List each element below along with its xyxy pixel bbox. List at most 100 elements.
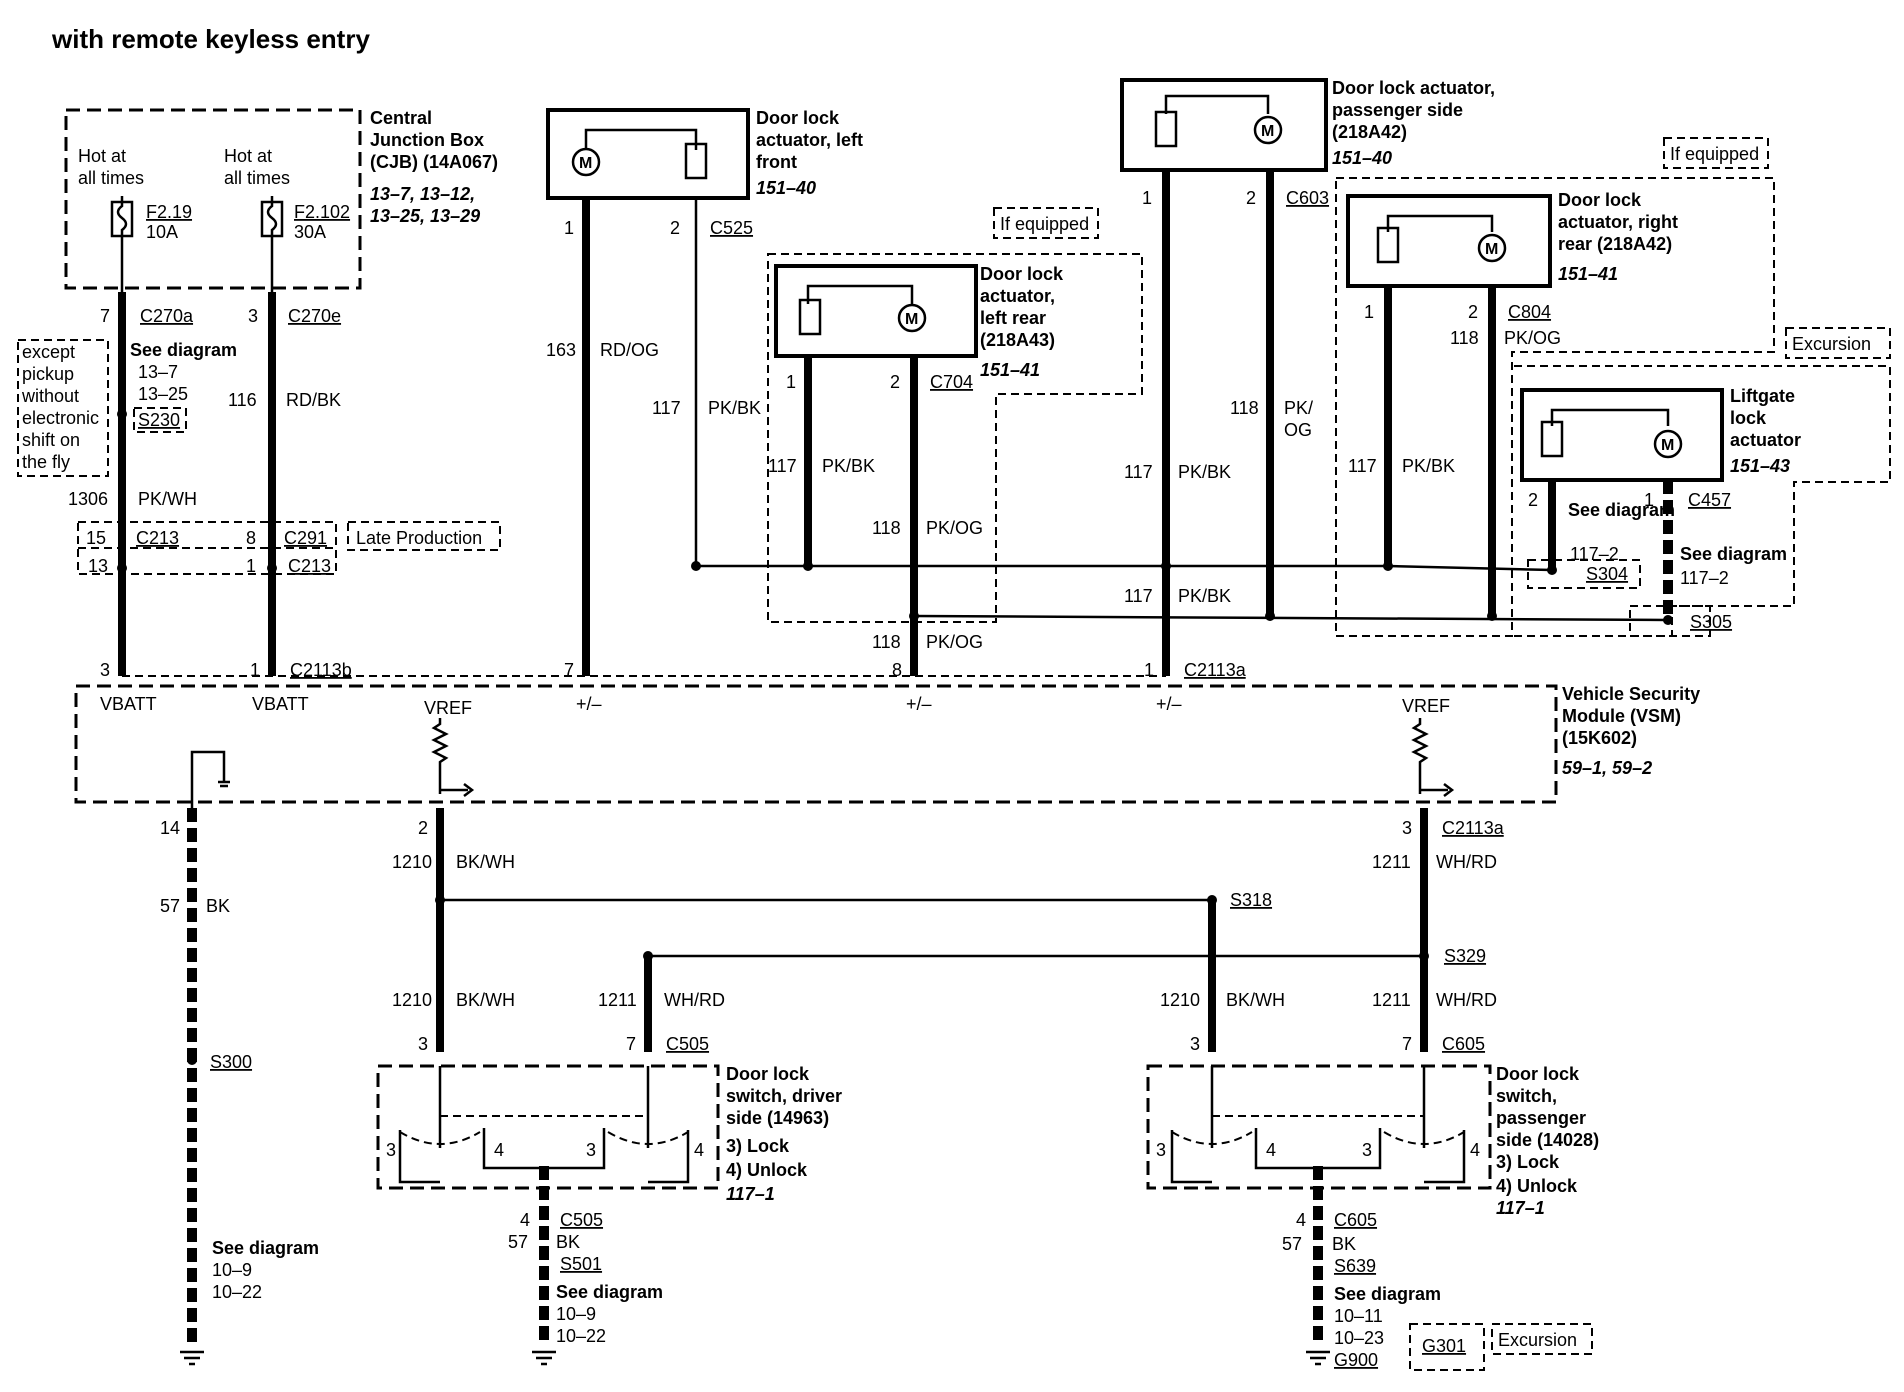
- svg-text:(15K602): (15K602): [1562, 728, 1637, 748]
- svg-text:4: 4: [520, 1210, 530, 1230]
- svg-text:BK/WH: BK/WH: [456, 852, 515, 872]
- svg-text:See diagram: See diagram: [1568, 500, 1675, 520]
- svg-text:59–1, 59–2: 59–1, 59–2: [1562, 758, 1652, 778]
- svg-text:1: 1: [250, 660, 260, 680]
- svg-text:S300: S300: [210, 1052, 252, 1072]
- svg-text:57: 57: [160, 896, 180, 916]
- svg-text:passenger: passenger: [1496, 1108, 1586, 1128]
- svg-text:2: 2: [890, 372, 900, 392]
- svg-text:Door lock: Door lock: [1496, 1064, 1580, 1084]
- vehicle-security-module: VBATT VBATT VREF +/– +/– +/– VREF Vehicl…: [74, 684, 1700, 808]
- svg-text:switch, driver: switch, driver: [726, 1086, 842, 1106]
- svg-text:PK/BK: PK/BK: [1178, 462, 1231, 482]
- svg-text:7: 7: [100, 306, 110, 326]
- svg-text:117: 117: [1348, 456, 1377, 476]
- svg-text:Vehicle Security: Vehicle Security: [1562, 684, 1700, 704]
- svg-text:S318: S318: [1230, 890, 1272, 910]
- svg-text:117: 117: [768, 456, 797, 476]
- svg-text:3) Lock: 3) Lock: [1496, 1152, 1560, 1172]
- svg-text:If equipped: If equipped: [1670, 144, 1759, 164]
- svg-text:BK: BK: [556, 1232, 580, 1252]
- svg-text:7: 7: [1402, 1034, 1412, 1054]
- svg-text:4: 4: [494, 1140, 504, 1160]
- svg-text:151–41: 151–41: [980, 360, 1040, 380]
- ground-icon: [532, 1350, 556, 1366]
- svg-text:left rear: left rear: [980, 308, 1046, 328]
- internal-ground-icon: [190, 750, 230, 808]
- svg-text:VBATT: VBATT: [252, 694, 309, 714]
- svg-text:+/–: +/–: [1156, 694, 1182, 714]
- svg-text:14: 14: [160, 818, 180, 838]
- svg-text:C270e: C270e: [288, 306, 341, 326]
- svg-text:Door lock: Door lock: [1558, 190, 1642, 210]
- svg-text:4: 4: [694, 1140, 704, 1160]
- ground-icon: [1306, 1350, 1330, 1366]
- svg-text:2: 2: [670, 218, 680, 238]
- svg-text:WH/RD: WH/RD: [664, 990, 725, 1010]
- svg-text:(CJB) (14A067): (CJB) (14A067): [370, 152, 498, 172]
- svg-text:4) Unlock: 4) Unlock: [1496, 1176, 1578, 1196]
- svg-text:C603: C603: [1286, 188, 1329, 208]
- lock-solenoid-icon: [1376, 226, 1400, 264]
- svg-text:C804: C804: [1508, 302, 1551, 322]
- svg-text:C291: C291: [284, 528, 327, 548]
- svg-text:lock: lock: [1730, 408, 1767, 428]
- svg-text:See diagram: See diagram: [1334, 1284, 1441, 1304]
- svg-text:side (14963): side (14963): [726, 1108, 829, 1128]
- svg-text:3: 3: [586, 1140, 596, 1160]
- svg-text:2: 2: [1528, 490, 1538, 510]
- svg-text:VREF: VREF: [1402, 696, 1450, 716]
- svg-text:2: 2: [1246, 188, 1256, 208]
- svg-text:See diagram: See diagram: [556, 1282, 663, 1302]
- fuse-icon: [110, 196, 134, 242]
- svg-text:C525: C525: [710, 218, 753, 238]
- svg-text:S230: S230: [138, 410, 180, 430]
- svg-text:PK/OG: PK/OG: [926, 632, 983, 652]
- svg-text:actuator, right: actuator, right: [1558, 212, 1678, 232]
- svg-text:RD/OG: RD/OG: [600, 340, 659, 360]
- svg-text:10–23: 10–23: [1334, 1328, 1384, 1348]
- svg-text:all times: all times: [224, 168, 290, 188]
- svg-text:1: 1: [1142, 188, 1152, 208]
- svg-text:117–2: 117–2: [1680, 568, 1729, 588]
- svg-text:C213: C213: [136, 528, 179, 548]
- svg-text:M: M: [1485, 241, 1498, 258]
- svg-text:S501: S501: [560, 1254, 602, 1274]
- svg-text:3: 3: [418, 1034, 428, 1054]
- svg-text:30A: 30A: [294, 222, 326, 242]
- door-lock-actuator-right-rear: M Door lock actuator, right rear (218A42…: [1346, 190, 1678, 288]
- svg-text:3: 3: [1402, 818, 1412, 838]
- svg-text:front: front: [756, 152, 797, 172]
- svg-text:If equipped: If equipped: [1000, 214, 1089, 234]
- door-lock-actuator-left-rear: M Door lock actuator, left rear (218A43)…: [774, 264, 1064, 380]
- svg-text:Hot at: Hot at: [224, 146, 272, 166]
- svg-text:BK/WH: BK/WH: [456, 990, 515, 1010]
- svg-text:1210: 1210: [392, 852, 432, 872]
- svg-text:C2113a: C2113a: [1184, 660, 1247, 680]
- svg-text:1: 1: [246, 556, 256, 576]
- svg-text:117: 117: [1124, 462, 1153, 482]
- svg-text:3: 3: [100, 660, 110, 680]
- svg-text:shift on: shift on: [22, 430, 80, 450]
- svg-text:C213: C213: [288, 556, 331, 576]
- lock-solenoid-icon: [684, 142, 708, 180]
- motor-icon: M: [1653, 429, 1683, 459]
- svg-text:G301: G301: [1422, 1336, 1466, 1356]
- svg-text:Late Production: Late Production: [356, 528, 482, 548]
- svg-text:8: 8: [246, 528, 256, 548]
- svg-text:actuator, left: actuator, left: [756, 130, 863, 150]
- central-junction-box: Central Junction Box (CJB) (14A067) 13–7…: [64, 108, 498, 290]
- svg-text:M: M: [905, 311, 918, 328]
- lock-solenoid-icon: [1154, 110, 1178, 148]
- svg-text:Junction Box: Junction Box: [370, 130, 484, 150]
- motor-icon: M: [1477, 233, 1507, 263]
- svg-text:13–7, 13–12,: 13–7, 13–12,: [370, 184, 475, 204]
- svg-text:1: 1: [1364, 302, 1374, 322]
- svg-text:C605: C605: [1442, 1034, 1485, 1054]
- svg-text:PK/OG: PK/OG: [926, 518, 983, 538]
- svg-text:118: 118: [1450, 328, 1479, 348]
- svg-text:Excursion: Excursion: [1792, 334, 1871, 354]
- motor-icon: M: [571, 147, 601, 177]
- svg-text:M: M: [579, 155, 592, 172]
